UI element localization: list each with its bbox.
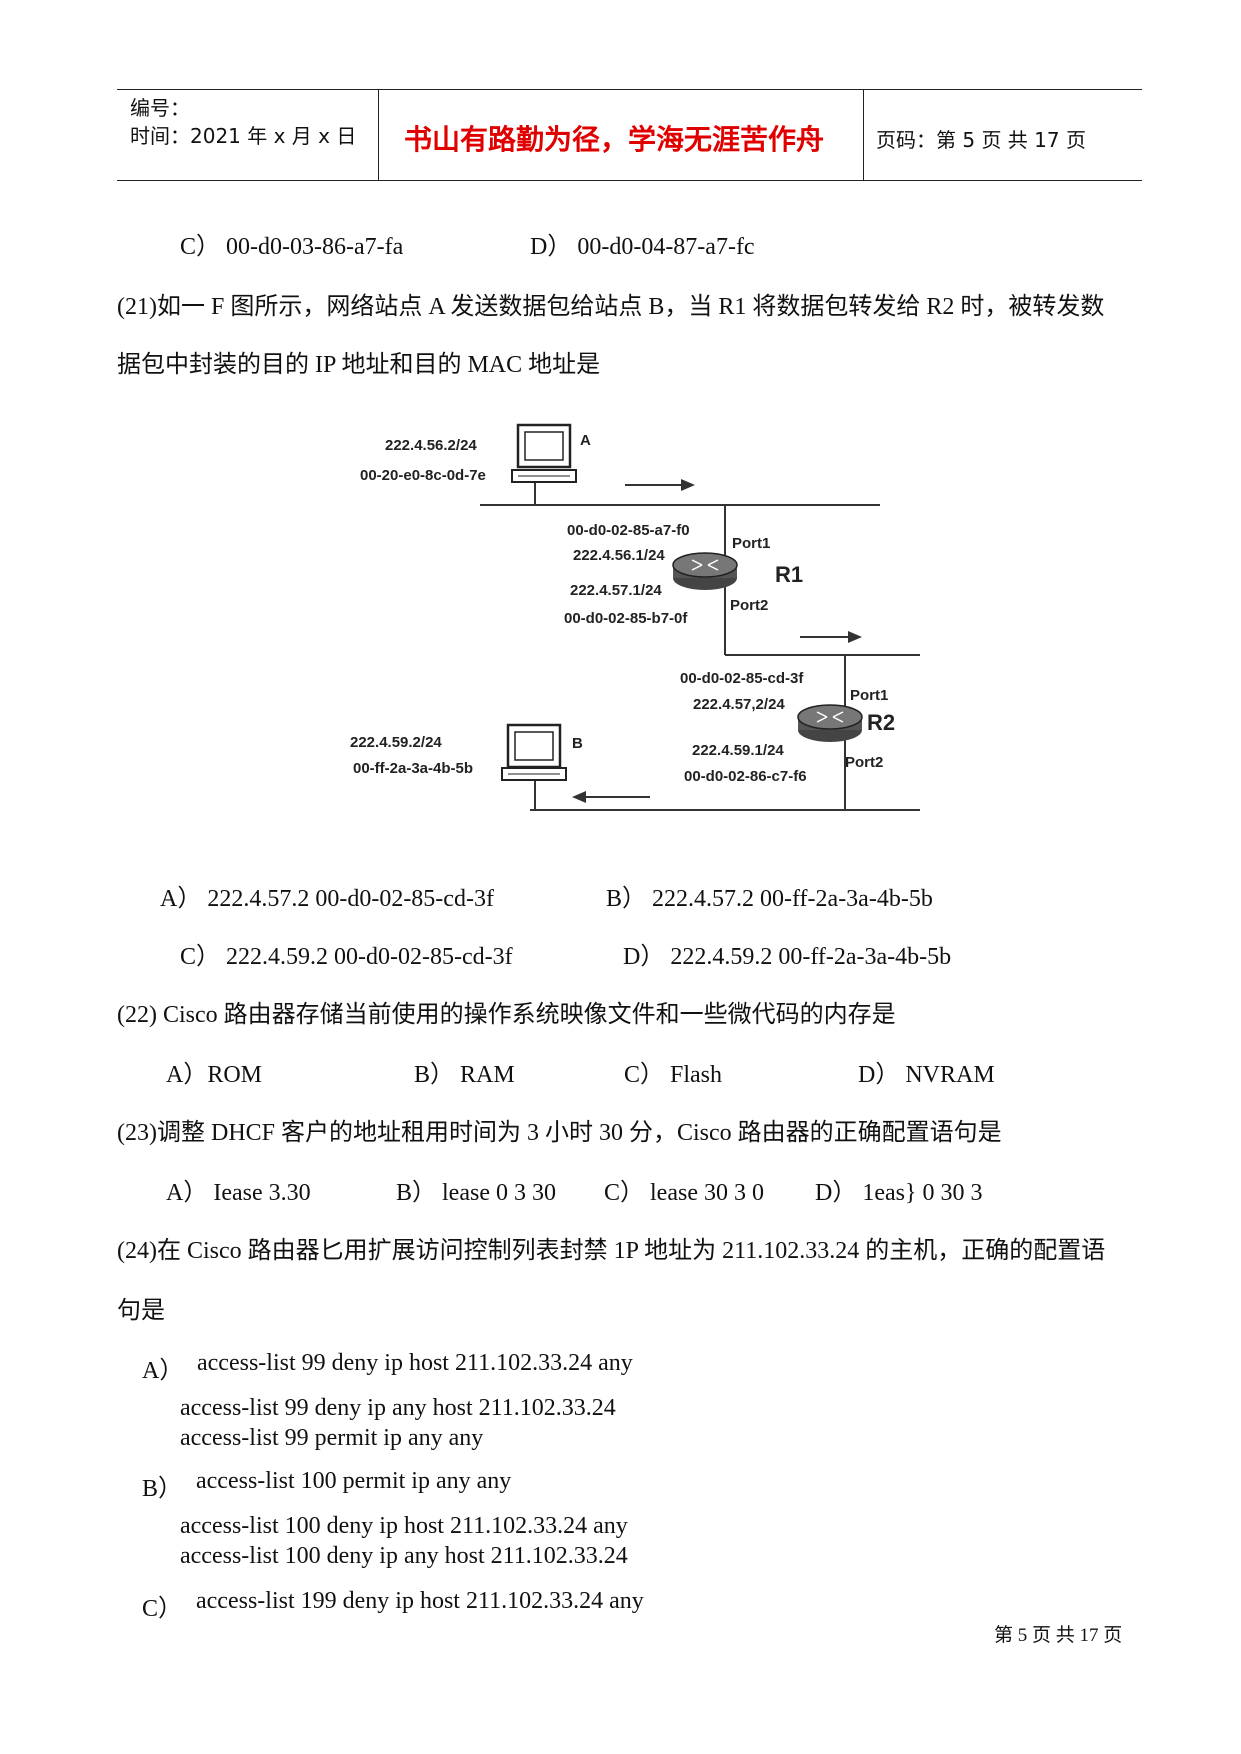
host-b-name: B	[572, 735, 583, 752]
q22-option-b: B） RAM	[414, 1062, 515, 1088]
q23-option-a: A） Iease 3.30	[166, 1180, 311, 1206]
q24-option-a-line-2: access-list 99 deny ip any host 211.102.…	[180, 1395, 616, 1421]
host-a-ip: 222.4.56.2/24	[385, 437, 477, 454]
q21-option-a: A） 222.4.57.2 00-d0-02-85-cd-3f	[160, 886, 494, 912]
computer-b-icon	[501, 723, 567, 781]
q21-line2: 据包中封装的目的 IP 地址和目的 MAC 地址是	[117, 352, 601, 378]
r1-port1-ip: 222.4.56.1/24	[573, 547, 665, 564]
q24-option-c-label: C）	[142, 1596, 183, 1622]
r2-name: R2	[867, 710, 895, 735]
computer-a-icon	[511, 423, 577, 483]
q22-option-c: C） Flash	[624, 1062, 723, 1088]
q24-line1: (24)在 Cisco 路由器匕用扩展访问控制列表封禁 1P 地址为 211.1…	[117, 1238, 1106, 1264]
header-serial-label: 编号：	[130, 96, 190, 120]
router-r2-icon	[797, 704, 863, 742]
header-top-rule	[117, 89, 1142, 90]
header-bottom-rule	[117, 180, 1142, 181]
r2-port2-label: Port2	[845, 754, 883, 771]
header-page-label: 页码：第 5 页 共 17 页	[876, 128, 1086, 152]
host-a-name: A	[580, 432, 591, 449]
prev-option-c: C） 00-d0-03-86-a7-fa	[180, 234, 404, 260]
q23-text: (23)调整 DHCF 客户的地址租用时间为 3 小时 30 分，Cisco 路…	[117, 1120, 1002, 1146]
r1-port2-ip: 222.4.57.1/24	[570, 582, 662, 599]
r1-port2-label: Port2	[730, 597, 768, 614]
header-motto: 书山有路勤为径，学海无涯苦作舟	[404, 123, 825, 156]
r1-name: R1	[775, 562, 803, 587]
q21-option-b: B） 222.4.57.2 00-ff-2a-3a-4b-5b	[606, 886, 933, 912]
q22-option-d: D） NVRAM	[858, 1062, 995, 1088]
host-b-ip: 222.4.59.2/24	[350, 734, 442, 751]
q24-option-b-label: B）	[142, 1476, 183, 1502]
q21-option-d: D） 222.4.59.2 00-ff-2a-3a-4b-5b	[623, 944, 952, 970]
router-r1-icon	[672, 552, 738, 590]
q21-line1: (21)如一 F 图所示，网络站点 A 发送数据包给站点 B，当 R1 将数据包…	[117, 294, 1105, 320]
r1-port1-mac: 00-d0-02-85-a7-f0	[567, 522, 690, 539]
r2-port1-label: Port1	[850, 687, 888, 704]
q24-option-b-line-2: access-list 100 deny ip host 211.102.33.…	[180, 1513, 628, 1539]
q24-option-b-line-1: access-list 100 permit ip any any	[196, 1468, 512, 1494]
r2-port2-ip: 222.4.59.1/24	[692, 742, 784, 759]
r2-port2-mac: 00-d0-02-86-c7-f6	[684, 768, 807, 785]
prev-option-d: D） 00-d0-04-87-a7-fc	[530, 234, 755, 260]
footer-page-number: 第 5 页 共 17 页	[994, 1625, 1123, 1646]
network-diagram: A 222.4.56.2/24 00-20-e0-8c-0d-7e 00-d0-…	[350, 423, 920, 811]
q24-option-a-line-3: access-list 99 permit ip any any	[180, 1425, 484, 1451]
host-b-mac: 00-ff-2a-3a-4b-5b	[353, 760, 473, 777]
r1-port1-label: Port1	[732, 535, 770, 552]
q23-option-d: D） 1eas} 0 30 3	[815, 1180, 983, 1206]
q24-line2: 句是	[117, 1298, 165, 1324]
q22-option-a: A）ROM	[166, 1062, 263, 1088]
r2-port1-mac: 00-d0-02-85-cd-3f	[680, 670, 804, 687]
arrow-left-icon	[572, 791, 650, 803]
q24-option-a-label: A）	[142, 1358, 184, 1384]
arrow-right-1-icon	[625, 479, 695, 491]
header-divider-left	[378, 89, 379, 181]
q22-text: (22) Cisco 路由器存储当前使用的操作系统映像文件和一些微代码的内存是	[117, 1002, 896, 1028]
host-a-mac: 00-20-e0-8c-0d-7e	[360, 467, 486, 484]
header-divider-right	[863, 89, 864, 181]
q24-option-c-line-1: access-list 199 deny ip host 211.102.33.…	[196, 1588, 644, 1614]
r1-port2-mac: 00-d0-02-85-b7-0f	[564, 610, 688, 627]
r2-port1-ip: 222.4.57,2/24	[693, 696, 785, 713]
q24-option-b-line-3: access-list 100 deny ip any host 211.102…	[180, 1543, 628, 1569]
header-time-label: 时间：2021 年 x 月 x 日	[130, 124, 357, 148]
q23-option-c: C） lease 30 3 0	[604, 1180, 764, 1206]
q21-option-c: C） 222.4.59.2 00-d0-02-85-cd-3f	[180, 944, 513, 970]
q23-option-b: B） lease 0 3 30	[396, 1180, 556, 1206]
q24-option-a-line-1: access-list 99 deny ip host 211.102.33.2…	[197, 1350, 633, 1376]
arrow-right-2-icon	[800, 631, 862, 643]
